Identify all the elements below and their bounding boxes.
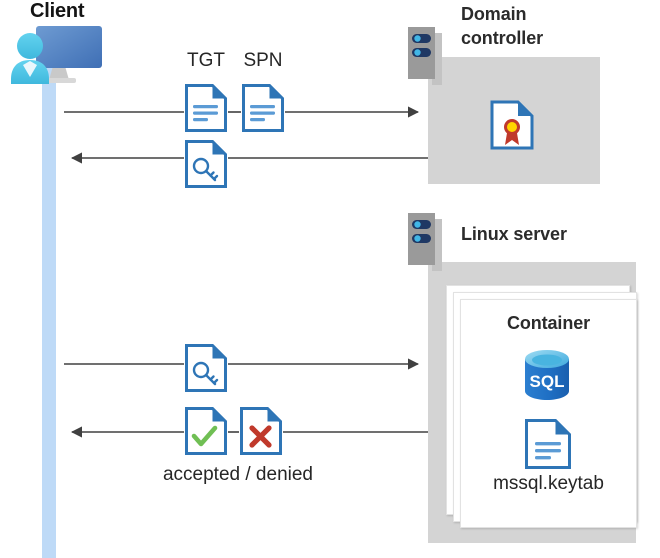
server-rack-icon — [408, 27, 442, 85]
container-card-front[interactable] — [460, 299, 637, 528]
document-cross-icon — [239, 406, 283, 456]
container-title: Container — [506, 313, 591, 333]
document-key-icon — [184, 139, 228, 189]
keytab-filename-label: mssql.keytab — [493, 473, 604, 494]
auth-result-label: accepted / denied — [162, 464, 313, 485]
sql-database-icon: SQL — [520, 347, 574, 403]
svg-text:SQL: SQL — [530, 372, 565, 391]
document-lines-icon — [524, 418, 572, 470]
client-label: Client — [30, 0, 85, 22]
domain-controller-title: Domain controller — [461, 2, 651, 50]
dc-title-line1: Domain — [461, 4, 527, 24]
tgt-label: TGT — [187, 50, 225, 71]
linux-server-title: Linux server — [461, 224, 567, 244]
document-certificate-icon — [490, 100, 534, 150]
server-rack-icon — [408, 213, 442, 271]
document-key-icon — [184, 343, 228, 393]
dc-title-line2: controller — [461, 28, 544, 48]
document-lines-icon — [184, 83, 228, 133]
client-workstation-icon — [8, 24, 104, 86]
client-lifeline — [42, 60, 56, 558]
document-lines-icon — [241, 83, 285, 133]
document-check-icon — [184, 406, 228, 456]
spn-label: SPN — [243, 50, 283, 71]
